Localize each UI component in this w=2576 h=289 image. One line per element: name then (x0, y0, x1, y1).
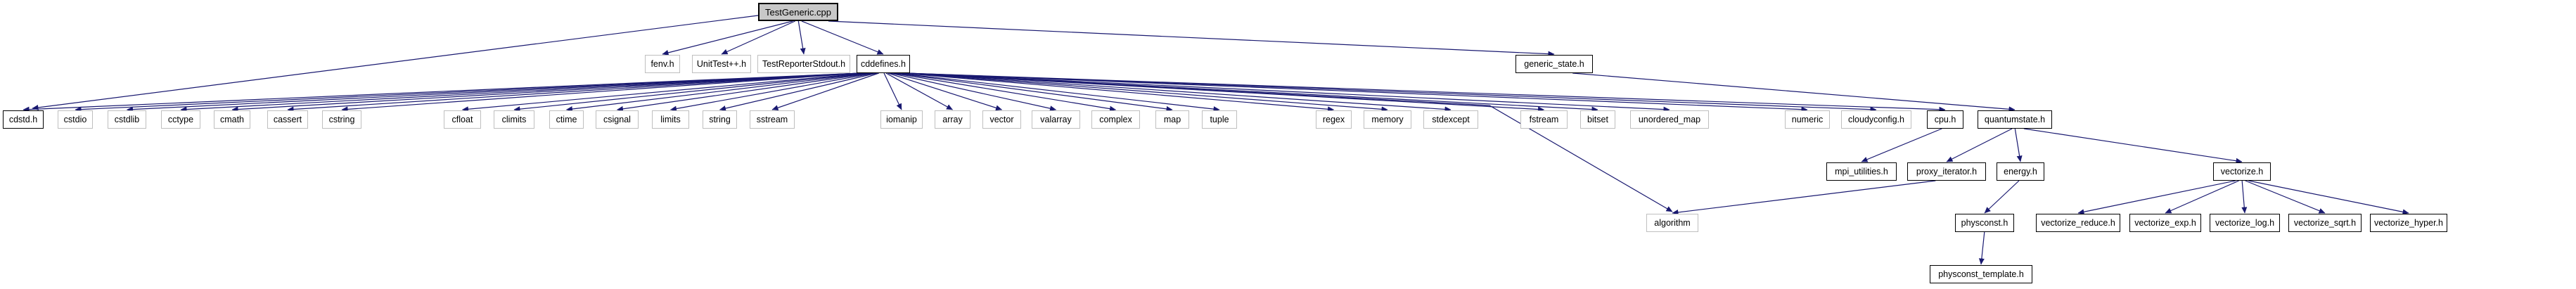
node-unordered-map: unordered_map (1630, 110, 1709, 129)
node-sstream: sstream (750, 110, 795, 129)
edge-vectorize-h-to-vectorize-exp-h (2165, 180, 2239, 214)
node-cmath: cmath (214, 110, 250, 129)
node-cstdio: cstdio (58, 110, 93, 129)
edge-cddefines-h-to-algorithm (902, 72, 1673, 212)
edge-cddefines-h-to-climits (513, 72, 869, 113)
node-physconst-template-h[interactable]: physconst_template.h (1930, 265, 2032, 283)
node-array: array (935, 110, 970, 129)
node-stdexcept: stdexcept (1423, 110, 1478, 129)
node-fenv-h: fenv.h (645, 55, 680, 73)
edge-cddefines-h-to-valarray (890, 72, 1056, 112)
node-memory: memory (1364, 110, 1411, 129)
edge-cddefines-h-to-ctime (566, 72, 871, 112)
node-cassert: cassert (267, 110, 308, 129)
edge-vectorize-h-to-vectorize-log-h (2241, 180, 2248, 214)
node-cfloat: cfloat (444, 110, 481, 129)
edge-cddefines-h-to-complex (892, 72, 1116, 112)
edge-generic-state-h-to-quantumstate-h (1572, 72, 2016, 113)
edge-cddefines-h-to-stdexcept (905, 72, 1452, 113)
edge-cddefines-h-to-cstring (341, 72, 862, 113)
edge-quantumstate-h-to-proxy-iterator-h (1946, 128, 2013, 162)
edge-testgeneric-cpp-to-testreporterstdout-h (797, 20, 806, 55)
edge-vectorize-h-to-vectorize-hyper-h (2248, 180, 2409, 215)
node-tuple: tuple (1202, 110, 1237, 129)
node-map: map (1155, 110, 1189, 129)
edge-cddefines-h-to-sstream (771, 72, 879, 111)
edge-cddefines-h-to-unordered-map (905, 72, 1670, 113)
node-fstream: fstream (1520, 110, 1568, 129)
edge-testgeneric-cpp-to-fenv-h (662, 20, 793, 56)
edge-cddefines-h-to-vector (887, 72, 1002, 111)
node-unittest-h: UnitTest++.h (692, 55, 751, 73)
edge-energy-h-to-physconst-h (1984, 180, 2020, 214)
node-quantumstate-h[interactable]: quantumstate.h (1978, 110, 2052, 129)
node-cddefines-h[interactable]: cddefines.h (857, 55, 910, 73)
node-proxy-iterator-h[interactable]: proxy_iterator.h (1907, 162, 1986, 181)
edge-vectorize-h-to-vectorize-sqrt-h (2245, 180, 2326, 214)
edge-cddefines-h-to-cstdio (75, 72, 861, 113)
node-mpi-utilities-h[interactable]: mpi_utilities.h (1826, 162, 1897, 181)
node-csignal: csignal (596, 110, 639, 129)
node-vectorize-hyper-h[interactable]: vectorize_hyper.h (2370, 214, 2447, 232)
edge-quantumstate-h-to-energy-h (2014, 128, 2023, 162)
node-vectorize-reduce-h[interactable]: vectorize_reduce.h (2036, 214, 2120, 232)
edge-cddefines-h-to-cfloat (462, 72, 867, 113)
node-testgeneric-cpp: TestGeneric.cpp (758, 3, 838, 21)
node-cloudyconfig-h: cloudyconfig.h (1841, 110, 1911, 129)
node-regex: regex (1316, 110, 1352, 129)
edge-testgeneric-cpp-to-cddefines-h (801, 20, 884, 55)
edge-cddefines-h-to-map (895, 72, 1173, 112)
node-cpu-h[interactable]: cpu.h (1927, 110, 1963, 129)
edge-quantumstate-h-to-vectorize-h (2023, 128, 2243, 164)
edge-cddefines-h-to-cassert (287, 72, 861, 113)
node-numeric: numeric (1785, 110, 1830, 129)
edge-cddefines-h-to-cstdlib (127, 72, 861, 113)
node-energy-h[interactable]: energy.h (1997, 162, 2044, 181)
node-testreporterstdout-h: TestReporterStdout.h (757, 55, 850, 73)
edge-cddefines-h-to-cpu-h (905, 72, 1946, 113)
edge-cddefines-h-to-limits (670, 72, 876, 112)
node-physconst-h[interactable]: physconst.h (1955, 214, 2014, 232)
node-complex: complex (1091, 110, 1140, 129)
edge-cddefines-h-to-iomanip (883, 72, 902, 110)
node-cdstd-h[interactable]: cdstd.h (3, 110, 44, 129)
node-algorithm: algorithm (1646, 214, 1698, 232)
node-cstring: cstring (322, 110, 361, 129)
node-vectorize-h[interactable]: vectorize.h (2213, 162, 2271, 181)
edge-cddefines-h-to-csignal (617, 72, 873, 112)
edge-cddefines-h-to-numeric (905, 72, 1808, 113)
node-vectorize-sqrt-h[interactable]: vectorize_sqrt.h (2288, 214, 2362, 232)
node-limits: limits (652, 110, 689, 129)
edge-physconst-h-to-physconst-template-h (1978, 231, 1985, 265)
edge-cddefines-h-to-memory (903, 72, 1388, 113)
edge-cddefines-h-to-cctype (180, 72, 861, 113)
edge-cpu-h-to-mpi-utilities-h (1861, 128, 1942, 162)
edge-vectorize-h-to-vectorize-reduce-h (2077, 180, 2236, 215)
node-cstdlib: cstdlib (108, 110, 146, 129)
node-ctime: ctime (549, 110, 584, 129)
node-generic-state-h[interactable]: generic_state.h (1516, 55, 1593, 73)
node-vector: vector (982, 110, 1021, 129)
edge-cddefines-h-to-string (719, 72, 877, 111)
node-cctype: cctype (161, 110, 200, 129)
node-climits: climits (494, 110, 534, 129)
node-string: string (703, 110, 737, 129)
edge-proxy-iterator-h-to-algorithm (1672, 180, 1936, 215)
edge-cddefines-h-to-cmath (231, 72, 861, 113)
edge-cddefines-h-to-array (885, 72, 953, 110)
edge-testgeneric-cpp-to-cdstd-h (32, 15, 759, 110)
node-valarray: valarray (1032, 110, 1080, 129)
edge-testgeneric-cpp-to-unittest-h (721, 20, 795, 55)
node-vectorize-log-h[interactable]: vectorize_log.h (2210, 214, 2280, 232)
edge-testgeneric-cpp-to-generic-state-h (828, 20, 1555, 57)
edge-cddefines-h-to-regex (901, 72, 1334, 113)
node-bitset: bitset (1580, 110, 1615, 129)
node-iomanip: iomanip (880, 110, 923, 129)
edge-cddefines-h-to-tuple (897, 72, 1220, 113)
node-vectorize-exp-h[interactable]: vectorize_exp.h (2129, 214, 2201, 232)
